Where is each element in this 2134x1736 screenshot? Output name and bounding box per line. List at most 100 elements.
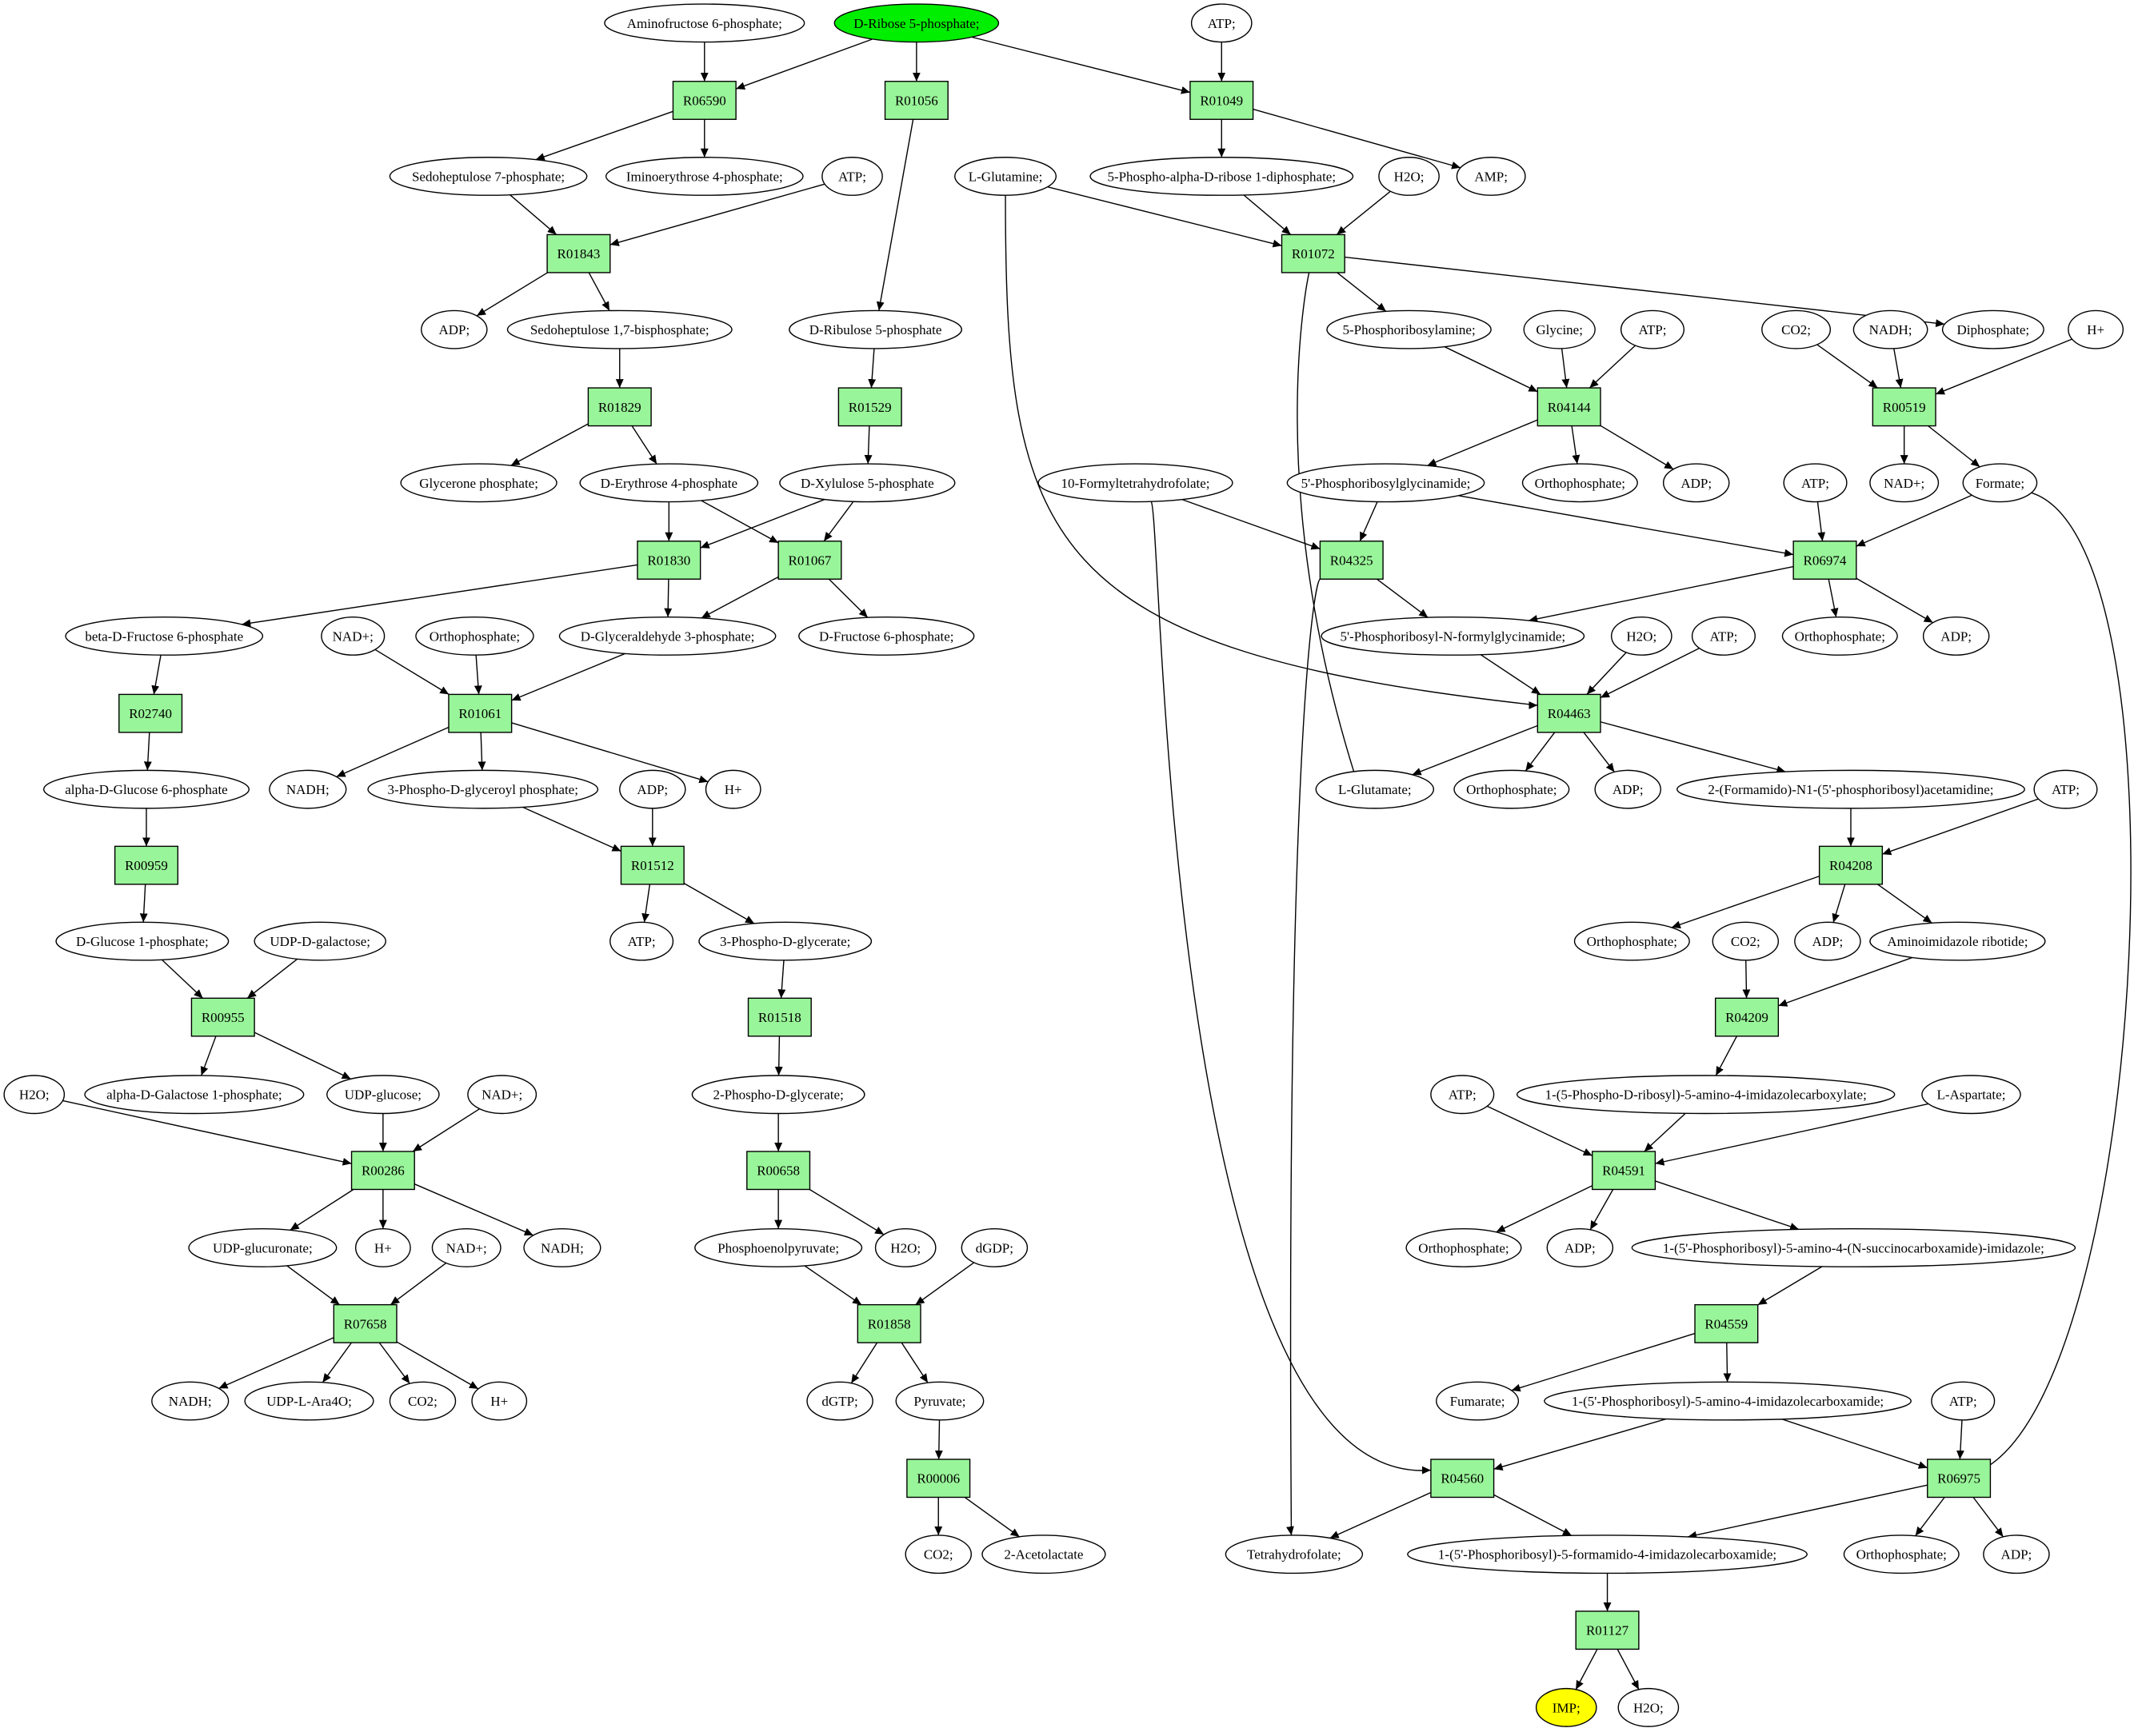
reaction-node: R04463 [1537,693,1601,733]
reaction-node: R04325 [1319,541,1384,580]
edge-m_fthf-to-R04560 [1150,501,1431,1475]
molecule-node: Aminoimidazole ribotide; [1869,921,2046,961]
edge-m_formate-to-R06974 [1856,494,1972,547]
edge-R00955-to-m_agal1p [200,1036,217,1076]
edge-m_atp6-to-R04208 [1882,798,2039,856]
molecule-ellipse [1089,157,1354,196]
reaction-node: R01829 [587,387,652,427]
edge-m_nad2-to-R00286 [412,1108,480,1152]
molecule-node: ADP; [421,309,488,349]
edge-m_pra-to-R04144 [1444,345,1538,393]
edge-R00286-to-m_nadh3 [414,1183,534,1236]
molecule-node: Tetrahydrofolate; [1225,1534,1364,1574]
molecule-ellipse [1594,769,1661,809]
molecule-label: ADP; [1940,629,1972,644]
molecule-node: L-Glutamine; [954,157,1057,196]
molecule-label: Orthophosphate; [1535,476,1625,491]
edge-R01061-to-m_13bpg [478,732,486,771]
molecule-ellipse [1869,463,1940,503]
edge-m_xu5p-to-R01830 [700,498,825,549]
molecule-ellipse [1405,1227,1522,1267]
molecule-node: IMP; [1535,1687,1597,1727]
edge-R04208-to-m_pi5 [1671,876,1820,928]
molecule-ellipse [1315,769,1435,809]
molecule-label: NAD+; [1884,476,1924,491]
molecule-label: Phosphoenolpyruvate; [717,1240,839,1255]
molecule-ellipse [84,1075,305,1115]
reaction-box [672,81,737,120]
molecule-label: D-Erythrose 4-phosphate [601,476,737,491]
molecule-node: Iminoerythrose 4-phosphate; [605,157,804,196]
molecule-label: UDP-glucose; [345,1087,422,1103]
reaction-node: R06974 [1792,541,1857,580]
reaction-label: R04591 [1602,1163,1645,1179]
molecule-ellipse [43,769,250,809]
molecule-label: 3-Phospho-D-glycerate; [720,934,850,949]
molecule-label: 1-(5'-Phosphoribosyl)-5-amino-4-(N-succi… [1663,1240,2044,1255]
edge-R04208-to-m_air [1876,884,1932,924]
reaction-label: R01049 [1200,94,1243,109]
reaction-box [1872,387,1936,427]
molecule-node: alpha-D-Galactose 1-phosphate; [84,1075,305,1115]
molecule-ellipse [1962,463,2038,503]
molecule-ellipse [3,1075,66,1115]
molecule-label: ATP; [1709,629,1737,644]
molecule-ellipse [1190,3,1253,43]
molecule-ellipse [1523,309,1596,349]
edge-m_g3p-to-R01061 [511,652,625,701]
molecule-ellipse [1521,463,1638,503]
molecule-ellipse [605,157,804,196]
molecule-label: IMP; [1553,1700,1581,1715]
molecule-node: H2O; [1610,617,1672,656]
molecule-node: L-Aspartate; [1921,1075,2021,1115]
edge-m_nad1-to-R01061 [374,649,450,695]
molecule-label: dGTP; [821,1394,857,1409]
molecule-ellipse [954,157,1057,196]
reaction-label: R00959 [125,858,168,873]
molecule-label: Orthophosphate; [430,629,520,644]
molecule-label: H2O; [19,1087,50,1103]
edge-R07658-to-m_co2c [378,1342,410,1384]
molecule-label: L-Glutamate; [1338,782,1412,797]
reaction-box [448,693,513,733]
reaction-label: R00006 [917,1471,960,1487]
reaction-label: R04144 [1548,400,1591,415]
molecule-node: 1-(5'-Phosphoribosyl)-5-amino-4-(N-succi… [1631,1227,2076,1267]
molecule-node: ATP; [1931,1381,1996,1421]
molecule-node: 1-(5'-Phosphoribosyl)-5-amino-4-imidazol… [1544,1381,1912,1421]
molecule-label: UDP-L-Ara4O; [266,1394,352,1409]
molecule-node: Orthophosphate; [1405,1227,1522,1267]
reaction-box [333,1303,398,1343]
edge-R01829-to-m_glyp [510,423,589,466]
molecule-ellipse [2068,309,2124,349]
molecule-ellipse [691,1075,865,1115]
reaction-label: R06975 [1937,1471,1980,1487]
molecule-ellipse [389,157,588,196]
molecule-ellipse [254,921,386,961]
molecule-node: AMP; [1456,157,1526,196]
edge-R00006-to-m_acetolac [964,1496,1021,1538]
molecule-label: UDP-glucuronate; [213,1240,313,1255]
reaction-box [857,1303,921,1343]
edge-R04463-to-m_pi4 [1525,732,1556,772]
molecule-ellipse [1321,617,1585,656]
reaction-box [906,1459,971,1499]
molecule-ellipse [65,617,264,656]
reaction-label: R04325 [1330,553,1373,568]
edge-R01061-to-m_hplus2 [511,722,709,784]
edge-R01056-to-m_ru5p [876,119,914,311]
molecule-node: 3-Phospho-D-glycerate; [698,921,873,961]
molecule-node: NADH; [523,1227,601,1267]
molecule-label: Orthophosphate; [1856,1547,1947,1562]
edge-m_gar-to-R04325 [1359,501,1378,542]
reaction-box [777,541,842,580]
molecule-label: ATP; [1208,16,1236,31]
molecule-label: D-Xylulose 5-phosphate [801,476,934,491]
molecule-label: D-Glucose 1-phosphate; [76,934,209,949]
molecule-ellipse [705,769,761,809]
reaction-label: R04559 [1704,1316,1748,1331]
molecule-ellipse [471,1381,528,1421]
molecule-node: D-Glyceraldehyde 3-phosphate; [558,617,777,656]
molecule-ellipse [698,921,873,961]
reaction-node: R06590 [672,81,737,120]
